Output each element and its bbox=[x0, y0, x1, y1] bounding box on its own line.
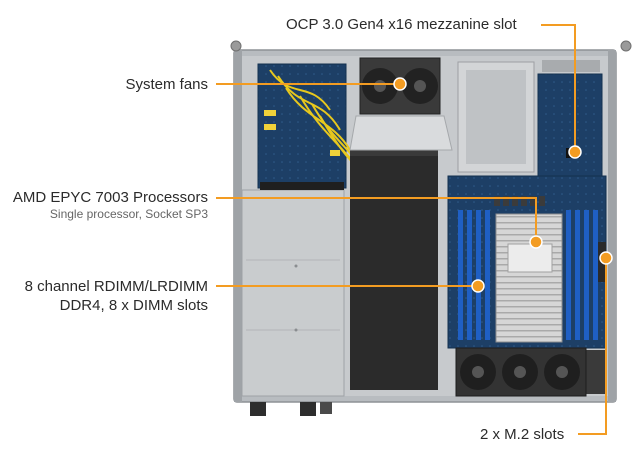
thumbscrew-left bbox=[230, 40, 242, 52]
cpu-heatsink bbox=[495, 213, 563, 343]
right-rail bbox=[608, 50, 616, 402]
vrm-row bbox=[494, 196, 545, 206]
callout-line-ocp bbox=[541, 24, 576, 152]
air-duct-body bbox=[350, 150, 438, 390]
riser-cage bbox=[457, 60, 603, 191]
callout-lines bbox=[216, 24, 607, 435]
processors-title: AMD EPYC 7003 Processors bbox=[12, 189, 208, 206]
system-fans-label: System fans bbox=[125, 76, 208, 93]
dimm-bank-right bbox=[566, 210, 598, 340]
dimm-slot bbox=[476, 210, 481, 340]
thumbscrew-right bbox=[620, 40, 632, 52]
dimm-slot bbox=[485, 210, 490, 340]
ocp-slot-label: OCP 3.0 Gen4 x16 mezzanine slot bbox=[286, 16, 517, 33]
memory-line-1: 8 channel RDIMM/LRDIMM bbox=[24, 278, 208, 295]
callout-dot-fans bbox=[393, 77, 407, 91]
callout-line-processors bbox=[216, 197, 537, 242]
callout-dots bbox=[393, 77, 613, 293]
memory-line-2: DDR4, 8 x DIMM slots bbox=[59, 297, 208, 314]
front-bracket-1 bbox=[250, 402, 266, 416]
callout-line-m2 bbox=[578, 258, 607, 435]
m2-slot bbox=[586, 350, 606, 394]
callout-dot-memory bbox=[471, 279, 485, 293]
psu-enclosure bbox=[241, 189, 345, 397]
callout-dot-processors bbox=[529, 235, 543, 249]
psu-bay bbox=[241, 189, 345, 397]
front-fan-row bbox=[455, 347, 587, 397]
dimm-slot bbox=[584, 210, 589, 340]
dimm-bank-left bbox=[458, 210, 490, 340]
ocp-card-area bbox=[537, 73, 603, 191]
memory-label: 8 channel RDIMM/LRDIMM DDR4, 8 x DIMM sl… bbox=[25, 277, 208, 315]
motherboard bbox=[447, 175, 607, 394]
front-bracket-3 bbox=[320, 402, 332, 414]
callout-dot-ocp bbox=[568, 145, 582, 159]
dimm-slot bbox=[467, 210, 472, 340]
system-fan-module bbox=[349, 57, 453, 151]
dimm-slot bbox=[575, 210, 580, 340]
left-rail bbox=[234, 50, 242, 402]
dimm-slot bbox=[566, 210, 571, 340]
dimm-slot bbox=[593, 210, 598, 340]
processors-label: AMD EPYC 7003 Processors Single processo… bbox=[13, 188, 208, 222]
dimm-slot bbox=[458, 210, 463, 340]
m2-slots-label: 2 x M.2 slots bbox=[480, 426, 565, 443]
processors-subtitle: Single processor, Socket SP3 bbox=[49, 207, 208, 221]
air-duct bbox=[350, 150, 438, 390]
front-bracket-2 bbox=[300, 402, 316, 416]
callout-dot-m2 bbox=[599, 251, 613, 265]
cpu-label-plate bbox=[507, 243, 553, 273]
